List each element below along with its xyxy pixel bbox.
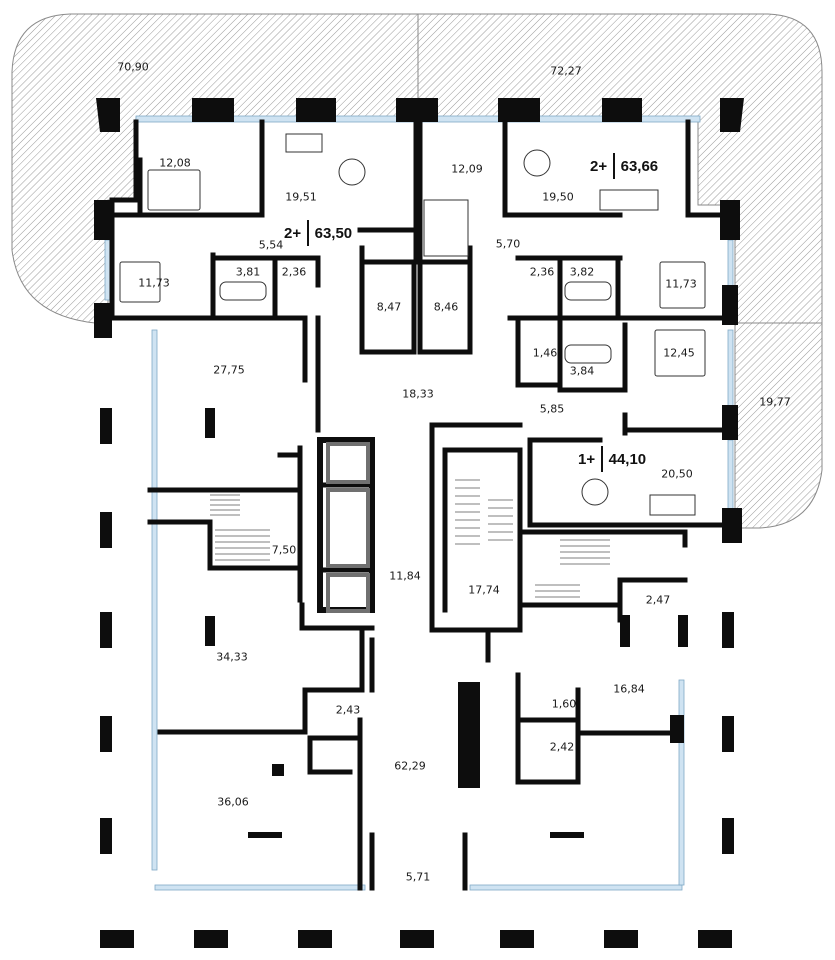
lift-shafts (326, 442, 370, 613)
room-area-label: 3,84 (569, 364, 595, 378)
badge-divider (307, 220, 309, 246)
badge-divider (601, 446, 603, 472)
terrace-north-east-area: 72,27 (550, 64, 582, 78)
room-area-label: 2,42 (549, 740, 575, 754)
room-area-label: 2,36 (281, 265, 307, 279)
room-area-label: 7,50 (271, 543, 297, 557)
room-area-label: 12,09 (451, 162, 483, 176)
room-area-label: 12,45 (663, 346, 695, 360)
room-area-label: 36,06 (217, 795, 249, 809)
room-area-label: 2,36 (529, 265, 555, 279)
room-area-label: 8,46 (433, 300, 459, 314)
terrace-north-west-area: 70,90 (117, 60, 149, 74)
room-area-label: 5,54 (258, 238, 284, 252)
room-area-label: 5,71 (405, 870, 431, 884)
terrace-east-area: 19,77 (759, 395, 791, 409)
room-area-label: 8,47 (376, 300, 402, 314)
room-area-label: 11,73 (138, 276, 170, 290)
apartment-east-badge[interactable]: 1+ 44,10 (578, 446, 646, 472)
apartment-area: 44,10 (608, 450, 647, 468)
terraces (11, 13, 823, 529)
apartment-area: 63,50 (314, 224, 353, 242)
room-area-label: 5,70 (495, 237, 521, 251)
furniture (119, 133, 706, 516)
room-area-label: 12,08 (159, 156, 191, 170)
room-area-label: 2,43 (335, 703, 361, 717)
stair-treads (210, 479, 610, 598)
room-area-label: 1,60 (551, 697, 577, 711)
apartment-area: 63,66 (620, 157, 659, 175)
apartment-north-west-badge[interactable]: 2+ 63,50 (284, 220, 352, 246)
room-area-label: 34,33 (216, 650, 248, 664)
room-area-label: 5,85 (539, 402, 565, 416)
room-area-label: 3,82 (569, 265, 595, 279)
room-area-label: 11,84 (389, 569, 421, 583)
room-area-label: 16,84 (613, 682, 645, 696)
columns (94, 98, 744, 948)
room-area-label: 2,47 (645, 593, 671, 607)
apartment-rooms: 1+ (578, 450, 596, 468)
room-area-label: 27,75 (213, 363, 245, 377)
room-area-label: 19,51 (285, 190, 317, 204)
room-area-label: 20,50 (661, 467, 693, 481)
room-area-label: 3,81 (235, 265, 261, 279)
room-area-label: 11,73 (665, 277, 697, 291)
terrace-north-east (417, 13, 823, 324)
room-area-label: 19,50 (542, 190, 574, 204)
walls (109, 119, 725, 891)
room-area-label: 62,29 (394, 759, 426, 773)
apartment-north-east-badge[interactable]: 2+ 63,66 (590, 153, 658, 179)
badge-divider (613, 153, 615, 179)
apartment-rooms: 2+ (284, 224, 302, 242)
room-area-label: 1,46 (532, 346, 558, 360)
room-area-label: 18,33 (402, 387, 434, 401)
apartment-rooms: 2+ (590, 157, 608, 175)
terrace-east (734, 322, 823, 529)
room-area-label: 17,74 (468, 583, 500, 597)
